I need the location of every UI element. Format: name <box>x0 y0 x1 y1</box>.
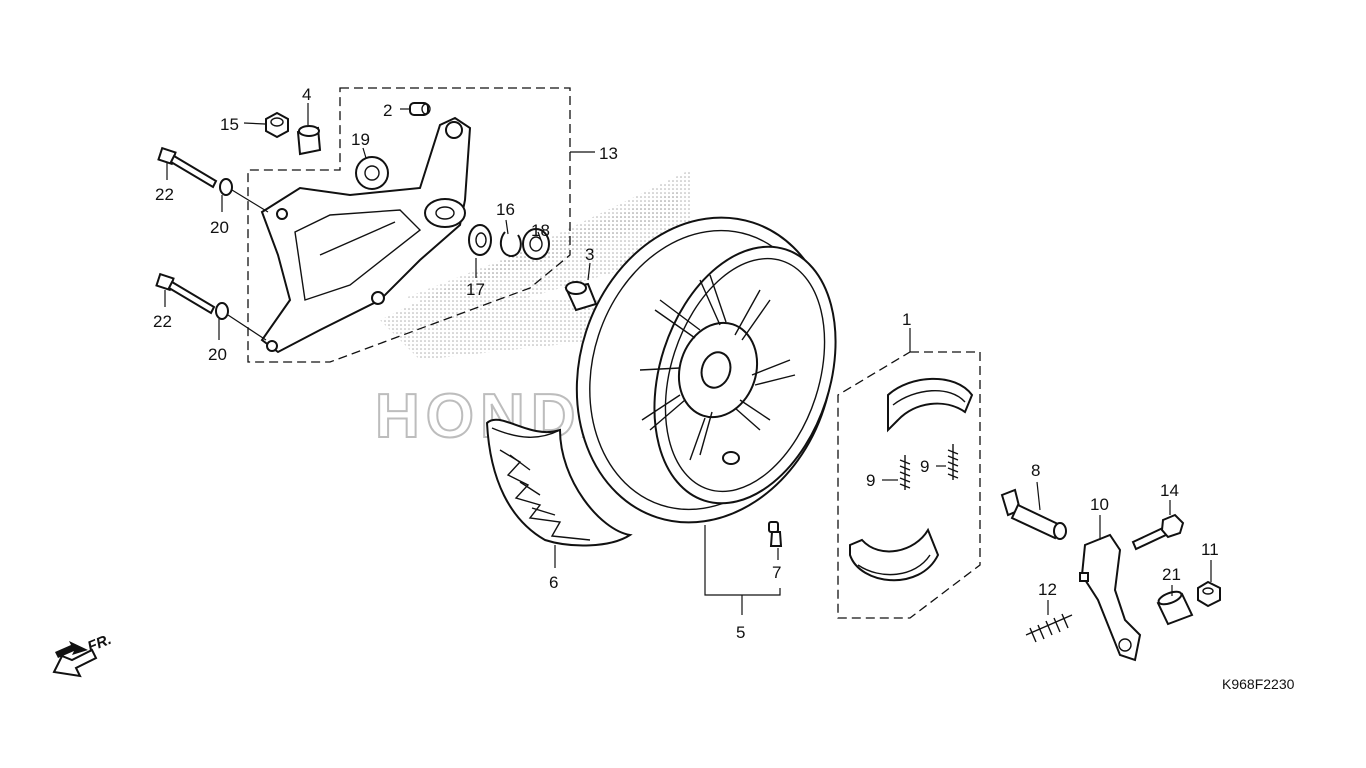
leader-20-lower-to-arm <box>227 314 267 341</box>
callout-19: 19 <box>351 130 370 149</box>
collar-21 <box>1156 590 1194 626</box>
callout-20-upper: 20 <box>210 218 229 237</box>
valve-7 <box>768 521 783 547</box>
callout-9-left: 9 <box>866 471 875 490</box>
callout-7: 7 <box>772 563 781 582</box>
bolt-22-lower <box>155 272 216 315</box>
callout-15: 15 <box>220 115 239 134</box>
leader-8 <box>1036 481 1041 511</box>
callout-18: 18 <box>531 221 550 240</box>
leader-19 <box>362 147 367 159</box>
front-direction-arrow: FR. <box>52 631 114 678</box>
assembly-13-boundary <box>247 87 571 363</box>
callout-5: 5 <box>736 623 745 642</box>
collar-4 <box>296 125 322 156</box>
brake-cam-8 <box>1000 488 1067 540</box>
rear-fork-arm <box>260 116 472 354</box>
callout-12: 12 <box>1038 580 1057 599</box>
diagram-code: K968F2230 <box>1222 676 1295 692</box>
spring-9-right <box>947 444 959 480</box>
callout-22-lower: 22 <box>153 312 172 331</box>
callout-11: 11 <box>1201 540 1219 559</box>
callout-3: 3 <box>585 245 594 264</box>
bearing-17 <box>468 224 492 256</box>
nut-15 <box>265 111 289 139</box>
rear-wheel-5 <box>575 216 837 524</box>
callout-14: 14 <box>1160 481 1179 500</box>
callout-21: 21 <box>1162 565 1181 584</box>
bearing-19 <box>355 156 389 190</box>
leader-16 <box>505 219 509 235</box>
callout-17: 17 <box>466 280 485 299</box>
direction-label: FR. <box>85 631 114 656</box>
brake-shoe-upper <box>887 377 974 433</box>
spring-12 <box>1025 613 1073 643</box>
spring-9-left <box>899 455 911 490</box>
brake-arm-10 <box>1079 533 1142 662</box>
brake-shoe-group-boundary <box>837 351 981 619</box>
callout-16: 16 <box>496 200 515 219</box>
callout-6: 6 <box>549 573 558 592</box>
leader-3 <box>587 262 591 281</box>
circlip-16 <box>499 231 522 258</box>
collar-2 <box>409 102 431 116</box>
callout-4: 4 <box>302 85 311 104</box>
nut-11 <box>1197 580 1221 608</box>
callout-22-upper: 22 <box>155 185 174 204</box>
callout-2: 2 <box>383 101 392 120</box>
bolt-22-upper <box>157 146 218 189</box>
brake-shoe-lower <box>849 527 940 582</box>
leader-5 <box>704 525 781 615</box>
callouts: 1 2 3 4 5 6 7 8 9 9 10 11 12 13 14 15 16… <box>153 85 1219 642</box>
callout-20-lower: 20 <box>208 345 227 364</box>
leader-18 <box>537 231 542 241</box>
washer-20-lower <box>215 302 229 320</box>
callout-9-right: 9 <box>920 457 929 476</box>
callout-8: 8 <box>1031 461 1040 480</box>
collar-3 <box>564 281 598 312</box>
callout-1: 1 <box>902 310 911 329</box>
bolt-14 <box>1131 513 1185 551</box>
leader-20-upper-to-arm <box>231 189 269 213</box>
tire-6 <box>485 418 633 547</box>
callout-10: 10 <box>1090 495 1109 514</box>
bearing-18 <box>522 228 550 260</box>
callout-13: 13 <box>599 144 618 163</box>
washer-20-upper <box>219 178 233 196</box>
leader-15 <box>243 122 266 125</box>
